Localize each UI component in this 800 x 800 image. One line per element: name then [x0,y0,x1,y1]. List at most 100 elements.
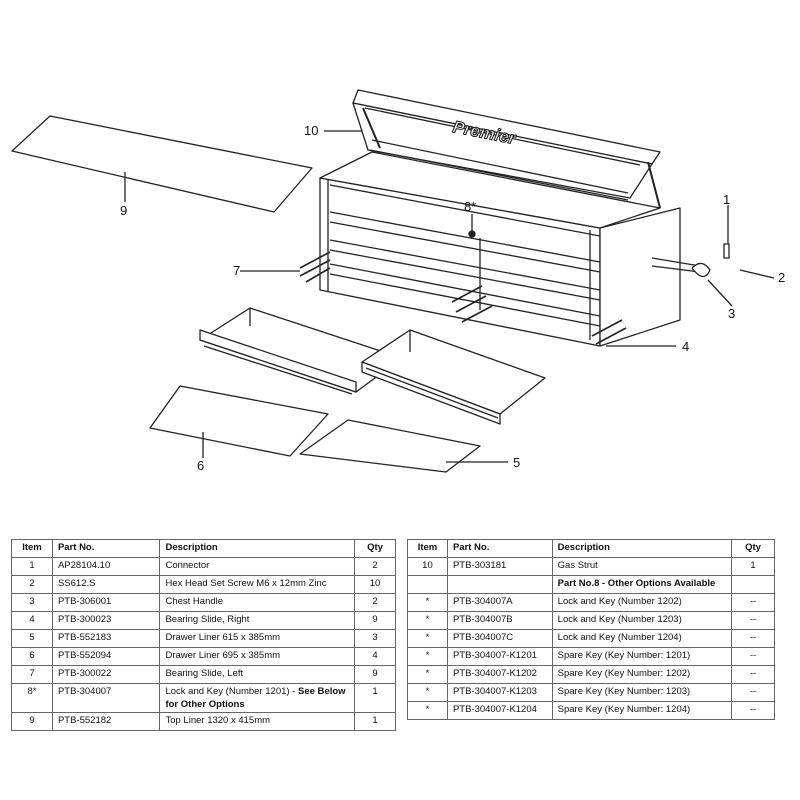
cell-qty: -- [731,629,775,648]
cell-description: Spare Key (Key Number: 1201) [551,647,733,666]
header-part-no: Part No. [446,539,553,558]
cell-description: Connector [159,557,356,576]
header-qty: Qty [731,539,775,558]
cell-part-no: PTB-304007-K1202 [446,665,553,684]
drawer-liner-6 [149,385,329,458]
callout-9: 9 [120,203,127,218]
cell-qty: 2 [354,593,396,612]
drawer-liner-5 [299,419,508,473]
cell-description: Gas Strut [551,557,733,576]
callout-2: 2 [778,270,785,285]
cell-description: Part No.8 - Other Options Available [551,575,733,594]
cell-part-no: AP28104.10 [51,557,161,576]
description-note: See Below for Other Options [165,686,346,710]
callout-10: 10 [304,123,318,138]
cell-item: 6 [11,647,53,666]
cell-qty: 2 [354,557,396,576]
drawer-right [361,329,546,425]
cell-description: Lock and Key (Number 1204) [551,629,733,648]
description-text: Chest Handle [165,596,224,607]
cell-description: Spare Key (Key Number: 1203) [551,683,733,702]
cell-qty: 9 [354,611,396,630]
cell-part-no: PTB-300022 [51,665,161,684]
cell-item: * [407,683,448,702]
callout-1: 1 [723,192,730,207]
cell-qty: 1 [354,683,396,713]
cell-item: 10 [407,557,448,576]
table-header-row: Item Part No. Description Qty [407,539,775,558]
cell-part-no: PTB-304007 [51,683,161,713]
cell-item: * [407,629,448,648]
callout-7: 7 [233,263,240,278]
cell-part-no: PTB-300023 [51,611,161,630]
cell-qty: -- [731,593,775,612]
description-text: Connector [165,560,210,571]
cell-item: * [407,665,448,684]
cell-item: * [407,593,448,612]
cell-description: Drawer Liner 615 x 385mm [159,629,356,648]
cell-item [407,575,448,594]
cell-description: Bearing Slide, Left [159,665,356,684]
cell-description: Top Liner 1320 x 415mm [159,712,356,731]
cell-item: 9 [11,712,53,731]
callout-4: 4 [682,339,689,354]
cell-part-no: PTB-552183 [51,629,161,648]
cell-qty: -- [731,611,775,630]
cell-description: Lock and Key (Number 1202) [551,593,733,612]
top-liner-9 [11,115,313,213]
cell-qty: 3 [354,629,396,648]
cell-qty: -- [731,647,775,666]
cell-item: 5 [11,629,53,648]
callout-6: 6 [197,458,204,473]
cell-part-no: PTB-304007-K1201 [446,647,553,666]
header-part-no: Part No. [51,539,161,558]
description-text: Bearing Slide, Left [165,668,244,679]
header-qty: Qty [354,539,396,558]
cell-item: 1 [11,557,53,576]
cell-qty: 1 [354,712,396,731]
exploded-parts-diagram: Premier [11,89,785,473]
cell-part-no: PTB-304007A [446,593,553,612]
callout-5: 5 [513,455,520,470]
table-header-row: Item Part No. Description Qty [11,539,396,558]
description-text: Lock and Key (Number 1201) - [165,686,299,697]
cell-qty: 4 [354,647,396,666]
cell-part-no: PTB-304007-K1203 [446,683,553,702]
cell-qty: 1 [731,557,775,576]
cell-part-no: PTB-304007B [446,611,553,630]
cell-qty: -- [731,683,775,702]
cell-item: 4 [11,611,53,630]
cell-qty: 9 [354,665,396,684]
description-text: Top Liner 1320 x 415mm [165,715,271,726]
header-item: Item [407,539,448,558]
cell-description: Hex Head Set Screw M6 x 12mm Zinc [159,575,356,594]
cell-item: * [407,647,448,666]
cell-description: Bearing Slide, Right [159,611,356,630]
cell-item: * [407,701,448,720]
cell-description: Lock and Key (Number 1203) [551,611,733,630]
chest-body [319,151,681,347]
cell-part-no: SS612.S [51,575,161,594]
bearing-slides [240,251,676,347]
gas-strut-10 [324,107,661,209]
cell-part-no: PTB-306001 [51,593,161,612]
cell-part-no: PTB-552182 [51,712,161,731]
cell-part-no: PTB-304007C [446,629,553,648]
header-description: Description [159,539,356,558]
